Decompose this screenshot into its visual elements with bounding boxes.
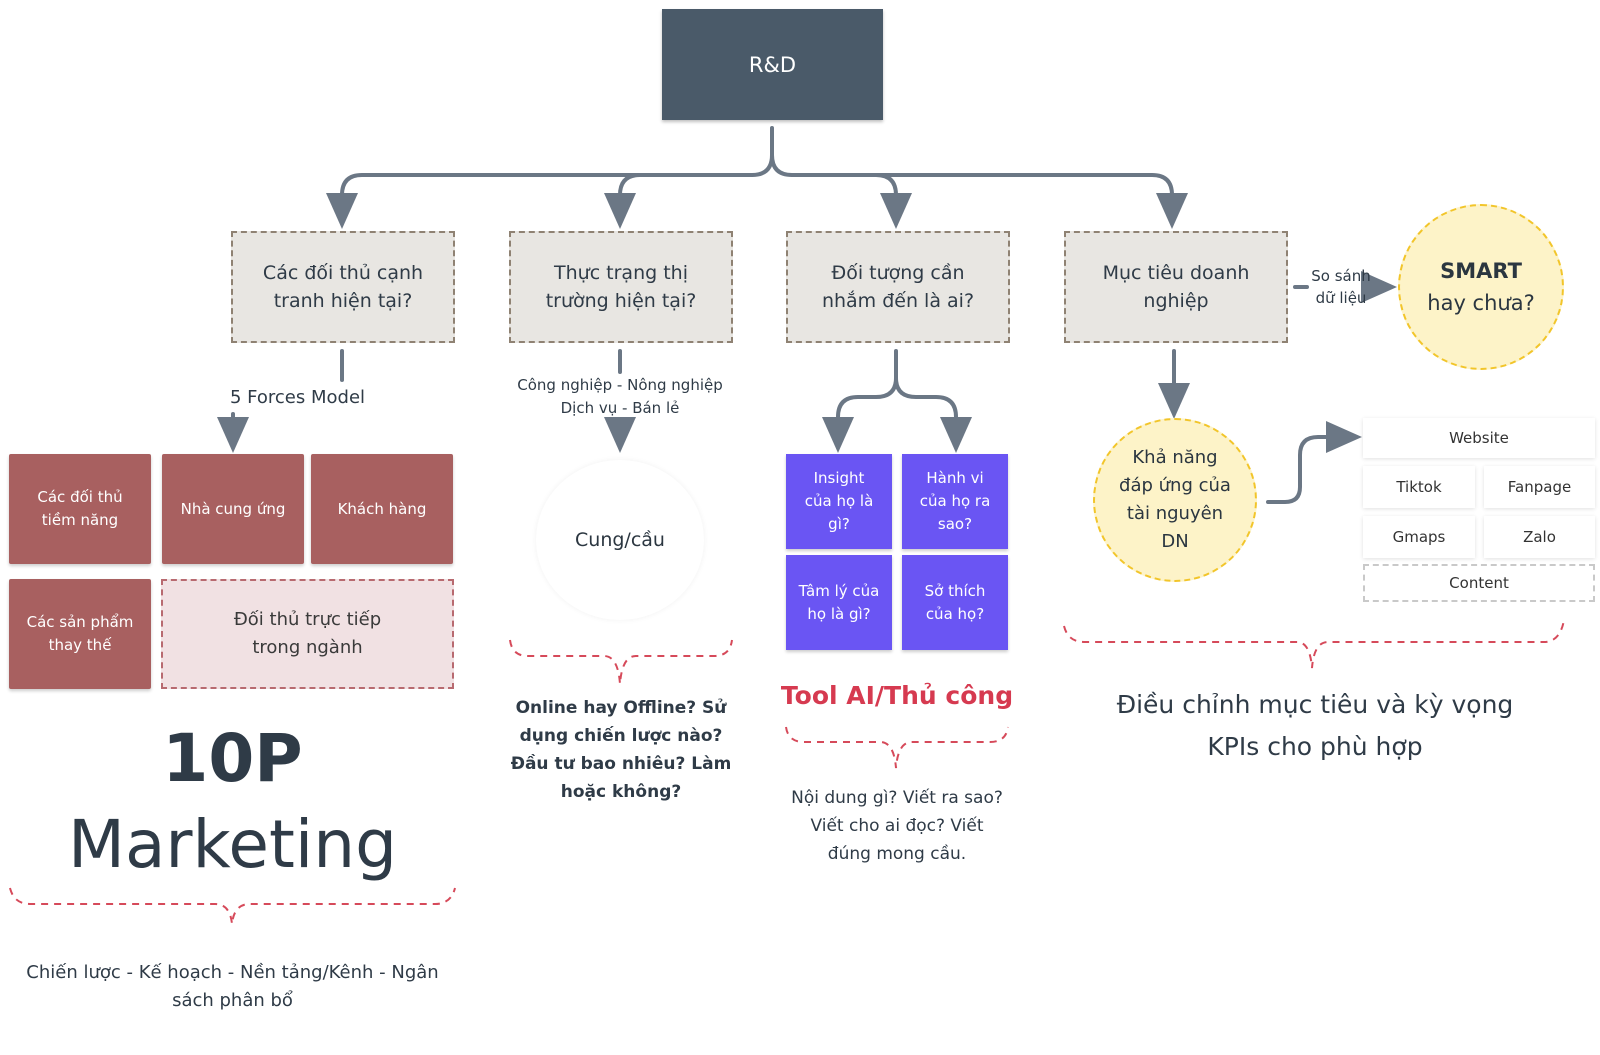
resources-text: Khả năng đáp ứng của tài nguyên DN [1119, 447, 1231, 552]
audience-question-text: Đối tượng cần nhắm đến là ai? [821, 262, 975, 312]
audience-psychology-text: Tâm lý của họ là gì? [798, 581, 880, 623]
platform-zalo: Zalo [1484, 516, 1595, 558]
market-question: Thực trạng thị trường hiện tại? [509, 231, 733, 343]
competitors-question-text: Các đối thủ cạnh tranh hiện tại? [262, 262, 424, 312]
force-direct: Đối thủ trực tiếp trong ngành [161, 579, 454, 689]
platform-gmaps-text: Gmaps [1392, 528, 1446, 546]
force-direct-text: Đối thủ trực tiếp trong ngành [233, 609, 382, 658]
market-question-text: Thực trạng thị trường hiện tại? [545, 262, 697, 312]
platform-zalo-text: Zalo [1523, 528, 1556, 546]
goals-question-text: Mục tiêu doanh nghiệp [1102, 262, 1250, 312]
audience-hobby: Sở thích của họ? [902, 555, 1008, 650]
platform-tiktok: Tiktok [1363, 466, 1475, 508]
audience-behavior-text: Hành vi của họ ra sao? [919, 469, 991, 533]
competitors-question: Các đối thủ cạnh tranh hiện tại? [231, 231, 455, 343]
tenp-caption: Chiến lược - Kế hoạch - Nền tảng/Kênh - … [26, 962, 439, 1011]
audience-psychology: Tâm lý của họ là gì? [786, 555, 892, 650]
smart-title: SMART [1440, 259, 1522, 283]
compare-label-text: So sánh dữ liệu [1311, 267, 1371, 307]
force-potential: Các đối thủ tiềm năng [9, 454, 151, 564]
tenp-title: Marketing [68, 806, 397, 883]
brace-tenp [9, 887, 456, 925]
resources-circle: Khả năng đáp ứng của tài nguyên DN [1093, 418, 1257, 582]
root-branch-audience [790, 173, 912, 229]
brace-market [509, 639, 733, 685]
compare-label: So sánh dữ liệu [1305, 264, 1377, 310]
market-sectors: Công nghiệp - Nông nghiệp Dịch vụ - Bán … [517, 376, 723, 417]
audience-insight: Insight của họ là gì? [786, 454, 892, 549]
force-suppliers-text: Nhà cung ứng [180, 499, 286, 518]
audience-split-right [894, 376, 972, 453]
force-customers-text: Khách hàng [337, 499, 427, 518]
platform-gmaps: Gmaps [1363, 516, 1475, 558]
audience-question: Đối tượng cần nhắm đến là ai? [786, 231, 1010, 343]
resources-caption: Điều chỉnh mục tiêu và kỳ vọng KPIs cho … [1116, 690, 1514, 761]
supply-demand-text: Cung/cầu [575, 529, 665, 551]
platform-fanpage-text: Fanpage [1507, 478, 1572, 496]
platform-fanpage: Fanpage [1484, 466, 1595, 508]
force-potential-text: Các đối thủ tiềm năng [37, 488, 123, 529]
platform-website: Website [1363, 418, 1595, 458]
root-trunk [326, 126, 774, 229]
tool-label: Tool AI/Thủ công [780, 681, 1014, 710]
root-label: R&D [748, 52, 797, 77]
forces-label: 5 Forces Model [230, 387, 366, 408]
audience-caption: Nội dung gì? Viết ra sao? Viết cho ai đọ… [791, 788, 1003, 864]
smart-subtitle: hay chưa? [1427, 291, 1535, 315]
brace-audience [785, 726, 1009, 769]
platform-content-text: Content [1449, 574, 1509, 592]
audience-behavior: Hành vi của họ ra sao? [902, 454, 1008, 549]
platform-tiktok-text: Tiktok [1396, 478, 1442, 496]
audience-split [822, 349, 898, 453]
audience-insight-text: Insight của họ là gì? [804, 469, 874, 533]
supply-demand-circle: Cung/cầu [536, 460, 704, 620]
force-substitutes: Các sản phẩm thay thế [9, 579, 151, 689]
root-branch-right [770, 153, 1188, 229]
force-customers: Khách hàng [311, 454, 453, 564]
platform-website-text: Website [1449, 429, 1509, 447]
resources-arrow [1266, 421, 1362, 504]
root-node: R&D [662, 9, 883, 120]
market-caption: Online hay Offline? Sử dụng chiến lược n… [510, 698, 732, 802]
root-branch-market [604, 173, 754, 229]
smart-circle: SMART hay chưa? [1398, 204, 1564, 370]
audience-hobby-text: Sở thích của họ? [924, 581, 986, 623]
force-suppliers: Nhà cung ứng [162, 454, 304, 564]
force-substitutes-text: Các sản phẩm thay thế [26, 613, 134, 654]
brace-resources [1063, 619, 1565, 669]
tenp-number: 10P [162, 720, 303, 797]
platform-content: Content [1363, 564, 1595, 602]
goals-question: Mục tiêu doanh nghiệp [1064, 231, 1288, 343]
